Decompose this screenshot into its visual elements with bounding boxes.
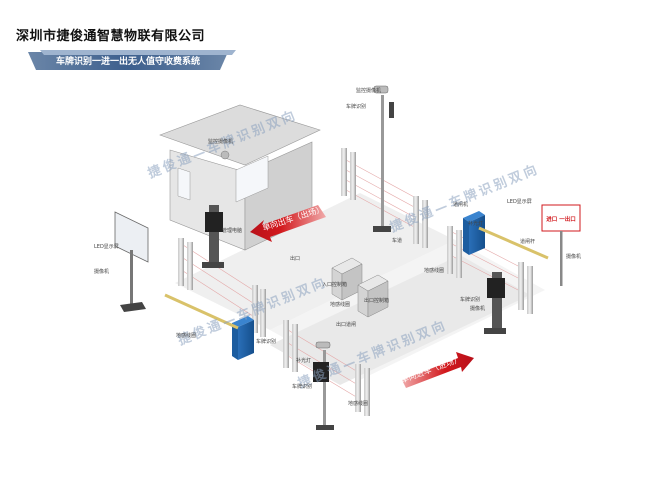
label-left-mid-1: 地感线圈 <box>330 301 350 308</box>
bollard-7 <box>252 285 258 333</box>
label-top-pole: 车牌识别 <box>346 103 366 110</box>
label-booth-camera: 监控摄像机 <box>208 138 233 145</box>
label-right-4: 摄像机 <box>566 253 581 260</box>
bollard-5 <box>178 238 184 286</box>
label-bottom-2: 车牌识别 <box>292 383 312 390</box>
bollard-12 <box>364 368 370 416</box>
label-center-2: 出口控制箱 <box>364 297 389 304</box>
bollard-8 <box>260 289 266 337</box>
bollard-2 <box>350 152 356 200</box>
bollard-9 <box>283 320 289 368</box>
company-name: 深圳市捷俊通智慧物联有限公司 <box>16 29 206 44</box>
bollard-4 <box>422 200 428 248</box>
label-lane-mid: 车道 <box>392 237 402 244</box>
bollard-11 <box>355 364 361 412</box>
bollard-15 <box>518 262 524 310</box>
control-cabinets <box>331 257 389 318</box>
label-left-mid-2: 出口道闸 <box>336 321 356 328</box>
label-left-camera: 摄像机 <box>94 268 109 275</box>
bollard-13 <box>447 226 453 274</box>
bollard-10 <box>292 324 298 372</box>
banner-text: 车牌识别一进一出无人值守收费系统 <box>56 55 200 67</box>
label-exit-cam-post: 车牌识别 <box>256 338 276 345</box>
entry-arrow: 单向进车（进场） <box>399 352 474 388</box>
entrance-sign: 进口 一出口 <box>541 204 581 286</box>
label-booth-pc: 管理电脑 <box>222 227 242 234</box>
entry-barrier-arm <box>478 226 549 260</box>
bollard-3 <box>413 196 419 244</box>
label-center-1: 入口控制箱 <box>322 281 347 288</box>
posts <box>178 148 533 416</box>
label-bottom-1: 补光灯 <box>296 357 311 364</box>
title-banner: 车牌识别一进一出无人值守收费系统 <box>28 50 236 70</box>
barrier-gates <box>164 211 549 360</box>
label-right-5: 道闸杆 <box>520 238 535 245</box>
label-top-camera: 监控摄像机 <box>356 87 381 94</box>
label-left-display: LED显示屏 <box>94 244 119 250</box>
label-right-2: LED显示屏 <box>507 199 532 205</box>
led-display-left <box>114 211 149 312</box>
booth-camera-icon <box>220 150 230 160</box>
bollard-6 <box>187 242 193 290</box>
label-lane-out: 出口 <box>290 255 300 262</box>
label-bottom-3: 地感线圈 <box>348 400 368 407</box>
label-ground-loop-1: 地感线圈 <box>176 332 196 339</box>
bottom-camera-icon <box>315 341 331 349</box>
annotations: 监控摄像机 管理电脑 LED显示屏 摄像机 出口 地感线圈 车牌识别 地感线圈 … <box>94 87 581 407</box>
label-right-7: 车牌识别 <box>460 296 480 303</box>
sign-text: 进口 一出口 <box>546 215 575 223</box>
bollard-1 <box>341 148 347 196</box>
bollard-16 <box>527 266 533 314</box>
label-right-1: 道闸机 <box>453 201 468 208</box>
label-right-8: 摄像机 <box>470 305 485 312</box>
exit-barrier-arm <box>164 293 239 330</box>
bollard-14 <box>456 230 462 278</box>
label-right-3: 补光灯 <box>468 220 483 227</box>
plate-recognition-units <box>202 205 506 382</box>
label-right-6: 地感线圈 <box>424 267 444 274</box>
camera-poles <box>315 85 394 430</box>
top-camera-icon <box>373 85 389 94</box>
